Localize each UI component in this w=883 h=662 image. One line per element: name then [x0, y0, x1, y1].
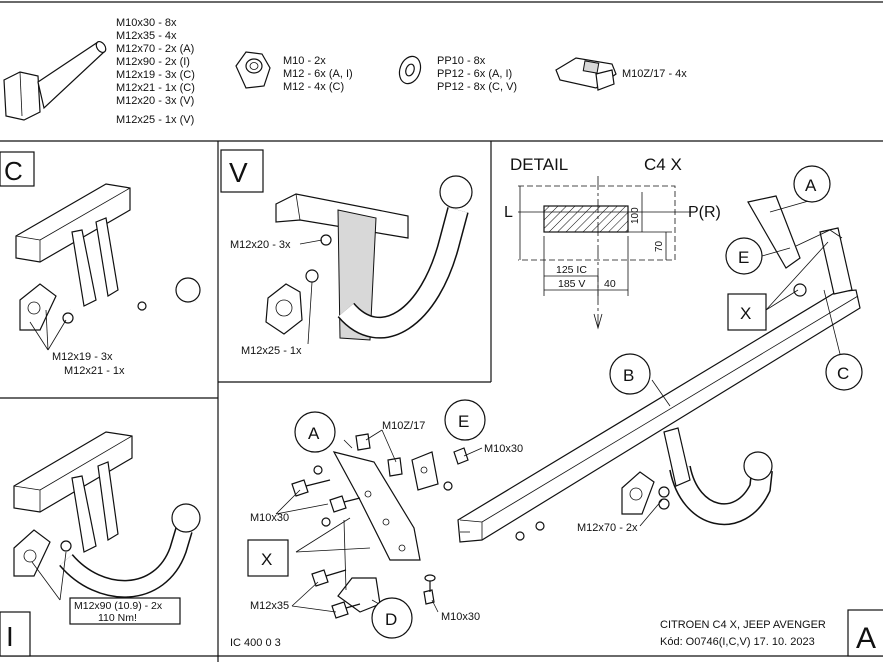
svg-text:A: A: [805, 176, 817, 195]
bolt-spec-0: M10x30 - 8x: [116, 17, 177, 29]
label-m12x70: M12x70 - 2x: [577, 522, 638, 534]
panel-i: I M12x90 (10.9) - 2x 110 Nm!: [0, 431, 201, 657]
svg-text:E: E: [738, 248, 749, 267]
detail-title: DETAIL: [510, 155, 568, 174]
sheet-letter: A: [856, 622, 876, 655]
label-m10x30-bottom: M10x30: [441, 611, 480, 623]
main-assembly: [275, 195, 861, 619]
panel-c-label-0: M12x19 - 3x: [52, 351, 113, 363]
bolt-icon: [3, 40, 107, 121]
nut-spec-2: M12 - 4x (C): [283, 81, 344, 93]
detail-right-label: P(R): [688, 204, 721, 221]
detail-left-label: L: [504, 204, 513, 221]
svg-text:B: B: [623, 366, 634, 385]
panel-v-tag: V: [229, 157, 248, 188]
washer-icon: [398, 55, 422, 85]
callout-x-right: X: [727, 293, 767, 331]
bolt-m10x30-left: [329, 495, 361, 513]
washer-spec-list: PP10 - 8x PP12 - 6x (A, I) PP12 - 8x (C,…: [437, 55, 517, 93]
svg-text:C: C: [837, 364, 849, 383]
bolt-spec-1: M12x35 - 4x: [116, 30, 177, 42]
bolt-m10x30-e: [453, 447, 469, 465]
label-m10x30-top: M10x30: [484, 443, 523, 455]
bolt-spec-3: M12x90 - 2x (I): [116, 56, 190, 68]
bolt-spec-4: M12x19 - 3x (C): [116, 69, 195, 81]
detail-view: DETAIL C4 X L P(R) 100 70 125 IC 185 V 4…: [504, 155, 721, 330]
clip-spec: M10Z/17 - 4x: [622, 68, 687, 80]
svg-text:A: A: [308, 424, 320, 443]
detail-car: C4 X: [644, 155, 682, 174]
panel-c-label-1: M12x21 - 1x: [64, 365, 125, 377]
washer-spec-0: PP10 - 8x: [437, 55, 486, 67]
panel-c-tag: C: [4, 156, 23, 186]
svg-text:X: X: [740, 304, 751, 323]
callout-c: C: [825, 353, 863, 391]
bolt-spec-7: M12x25 - 1x (V): [116, 114, 194, 126]
title-block: IC 400 0 3 CITROEN C4 X, JEEP AVENGER Kó…: [230, 609, 883, 657]
detail-dim-70: 70: [654, 240, 665, 252]
clip-nut-icon: [555, 57, 617, 91]
svg-text:E: E: [458, 412, 469, 431]
nut-spec-list: M10 - 2x M12 - 6x (A, I) M12 - 4x (C): [283, 55, 353, 93]
callout-a-right: A: [793, 165, 831, 203]
bolt-m10x30-top: [291, 479, 331, 497]
callout-d: D: [371, 597, 413, 639]
svg-text:X: X: [261, 550, 272, 569]
bolt-m12x35: [311, 569, 361, 619]
nut-spec-0: M10 - 2x: [283, 55, 326, 67]
bolt-spec-5: M12x21 - 1x (C): [116, 82, 195, 94]
panel-i-tag: I: [6, 621, 14, 652]
callout-e-left: E: [444, 399, 486, 441]
washer-spec-1: PP12 - 6x (A, I): [437, 68, 512, 80]
panel-i-label-0: M12x90 (10.9) - 2x: [74, 600, 163, 612]
callout-a-left: A: [294, 411, 336, 453]
detail-hatched-section: [543, 205, 629, 233]
washer-spec-2: PP12 - 8x (C, V): [437, 81, 517, 93]
label-m10x30-left: M10x30: [250, 512, 289, 524]
svg-text:D: D: [385, 610, 397, 629]
detail-dim-125: 125 IC: [556, 264, 587, 276]
kod-date: Kód: O0746(I,C,V) 17. 10. 2023: [660, 636, 815, 648]
bolt-spec-6: M12x20 - 3x (V): [116, 95, 194, 107]
nut-icon: [235, 51, 271, 89]
callout-x-left: X: [247, 539, 289, 577]
nut-spec-1: M12 - 6x (A, I): [283, 68, 353, 80]
detail-dim-185: 185 V: [558, 278, 585, 290]
panel-c: C M12x19 - 3x M12x21 - 1x: [0, 151, 201, 377]
vehicle-title: CITROEN C4 X, JEEP AVENGER: [660, 619, 826, 631]
detail-dim-40: 40: [604, 278, 616, 290]
callout-e-right: E: [725, 237, 763, 275]
bolt-spec-2: M12x70 - 2x (A): [116, 43, 194, 55]
label-clip: M10Z/17: [382, 420, 425, 432]
bolt-spec-list: M10x30 - 8x M12x35 - 4x M12x70 - 2x (A) …: [116, 17, 195, 126]
panel-v: V M12x20 - 3x M12x25 - 1x: [220, 149, 473, 357]
bolt-m10x30-bottom: [423, 580, 435, 605]
label-m12x35: M12x35: [250, 600, 289, 612]
panel-v-label-0: M12x20 - 3x: [230, 239, 291, 251]
callout-b: B: [609, 353, 651, 395]
drawing-code: IC 400 0 3: [230, 637, 281, 649]
panel-i-label-1: 110 Nm!: [98, 612, 137, 624]
panel-v-label-1: M12x25 - 1x: [241, 345, 302, 357]
detail-dim-100: 100: [630, 207, 641, 224]
